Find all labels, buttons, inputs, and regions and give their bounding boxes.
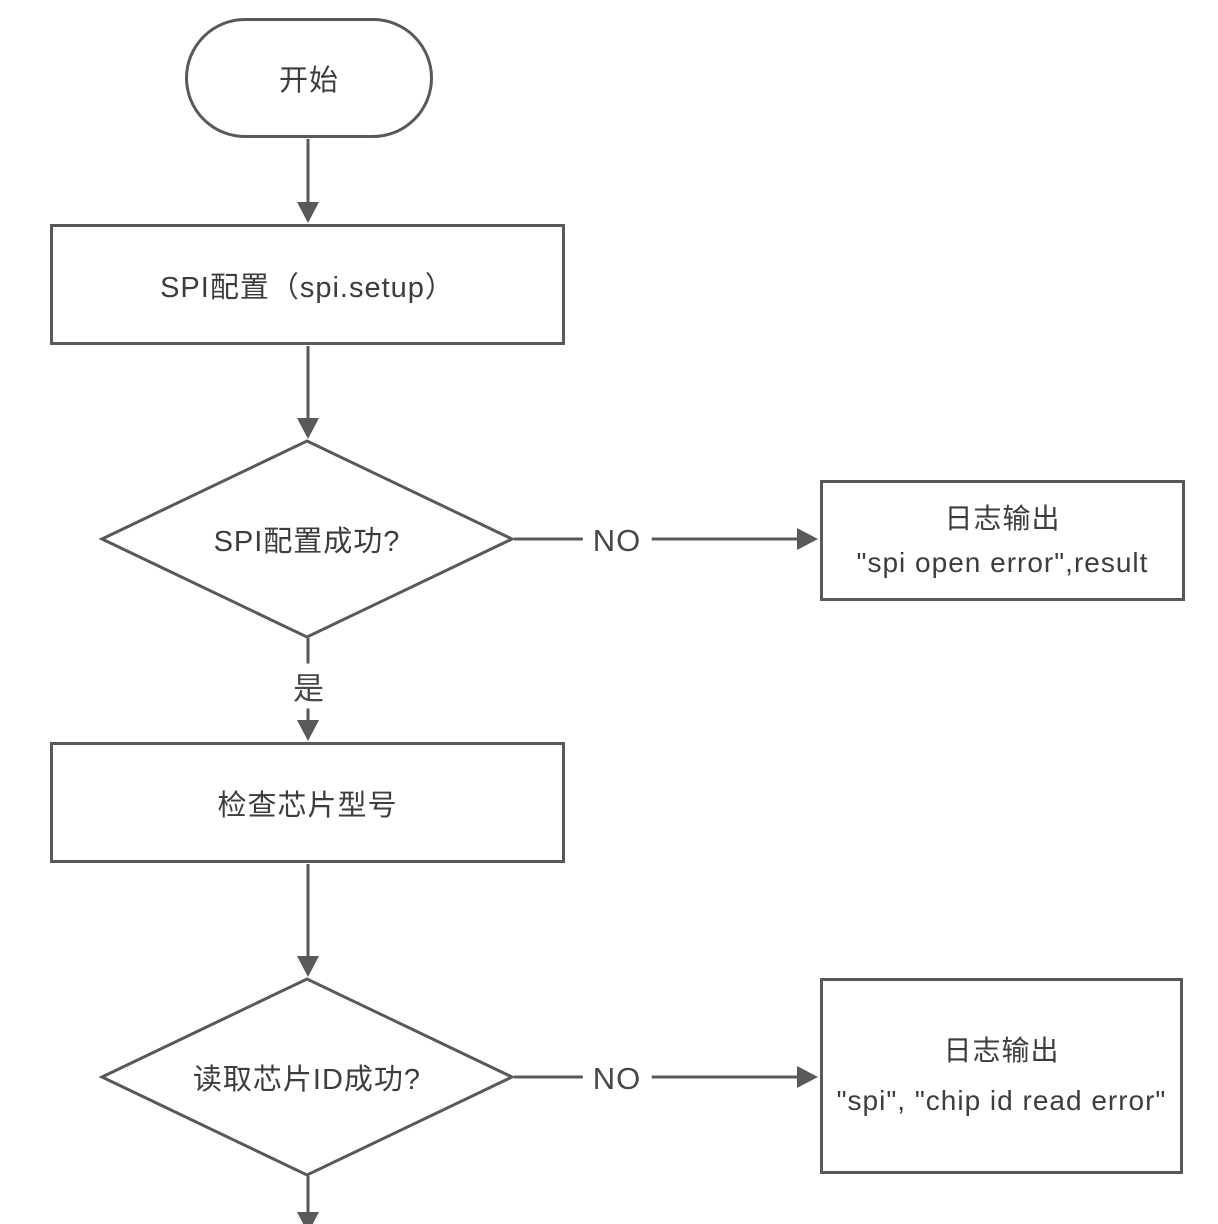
log-output-spi-error-title: 日志输出	[944, 502, 1061, 534]
decision-chip-id-ok-shape	[98, 977, 516, 1177]
edge-label-yes-1: 是	[283, 663, 335, 709]
start-node: 开始	[185, 18, 433, 138]
log-output-chip-id-error-title: 日志输出	[943, 1035, 1060, 1066]
arrowhead-check-chip-to-chip-id-ok	[297, 956, 319, 977]
process-spi-setup-label: SPI配置（spi.setup）	[160, 271, 455, 304]
arrowhead-spi-setup-to-spi-ok	[297, 418, 319, 439]
arrowhead-start-to-spi-setup	[297, 202, 319, 223]
log-output-spi-error-detail: "spi open error",result	[856, 546, 1149, 578]
decision-spi-ok-label: SPI配置成功?	[213, 526, 401, 558]
decision-chip-id-ok-label: 读取芯片ID成功?	[192, 1064, 422, 1096]
process-check-chip: 检查芯片型号	[50, 742, 565, 863]
decision-spi-ok-label-wrap: SPI配置成功?	[102, 441, 512, 637]
arrowhead-spi-ok-no-to-log	[797, 528, 818, 550]
process-check-chip-label: 检查芯片型号	[217, 789, 398, 822]
edge-label-no-2: NO	[582, 1061, 652, 1097]
decision-chip-id-ok-label-wrap: 读取芯片ID成功?	[102, 979, 512, 1175]
arrowhead-spi-ok-yes-to-check-chip	[297, 720, 319, 741]
arrowhead-chip-id-ok-no-to-log	[797, 1066, 818, 1088]
arrowhead-chip-id-ok-yes-down	[297, 1212, 319, 1224]
log-output-spi-error: 日志输出 "spi open error",result	[820, 480, 1185, 601]
start-node-label: 开始	[278, 65, 339, 97]
decision-spi-ok-shape	[98, 439, 516, 639]
edge-label-no-1: NO	[582, 523, 652, 559]
log-output-chip-id-error-detail: "spi", "chip id read error"	[836, 1085, 1167, 1116]
log-output-chip-id-error: 日志输出 "spi", "chip id read error"	[820, 978, 1183, 1174]
process-spi-setup: SPI配置（spi.setup）	[50, 224, 565, 345]
